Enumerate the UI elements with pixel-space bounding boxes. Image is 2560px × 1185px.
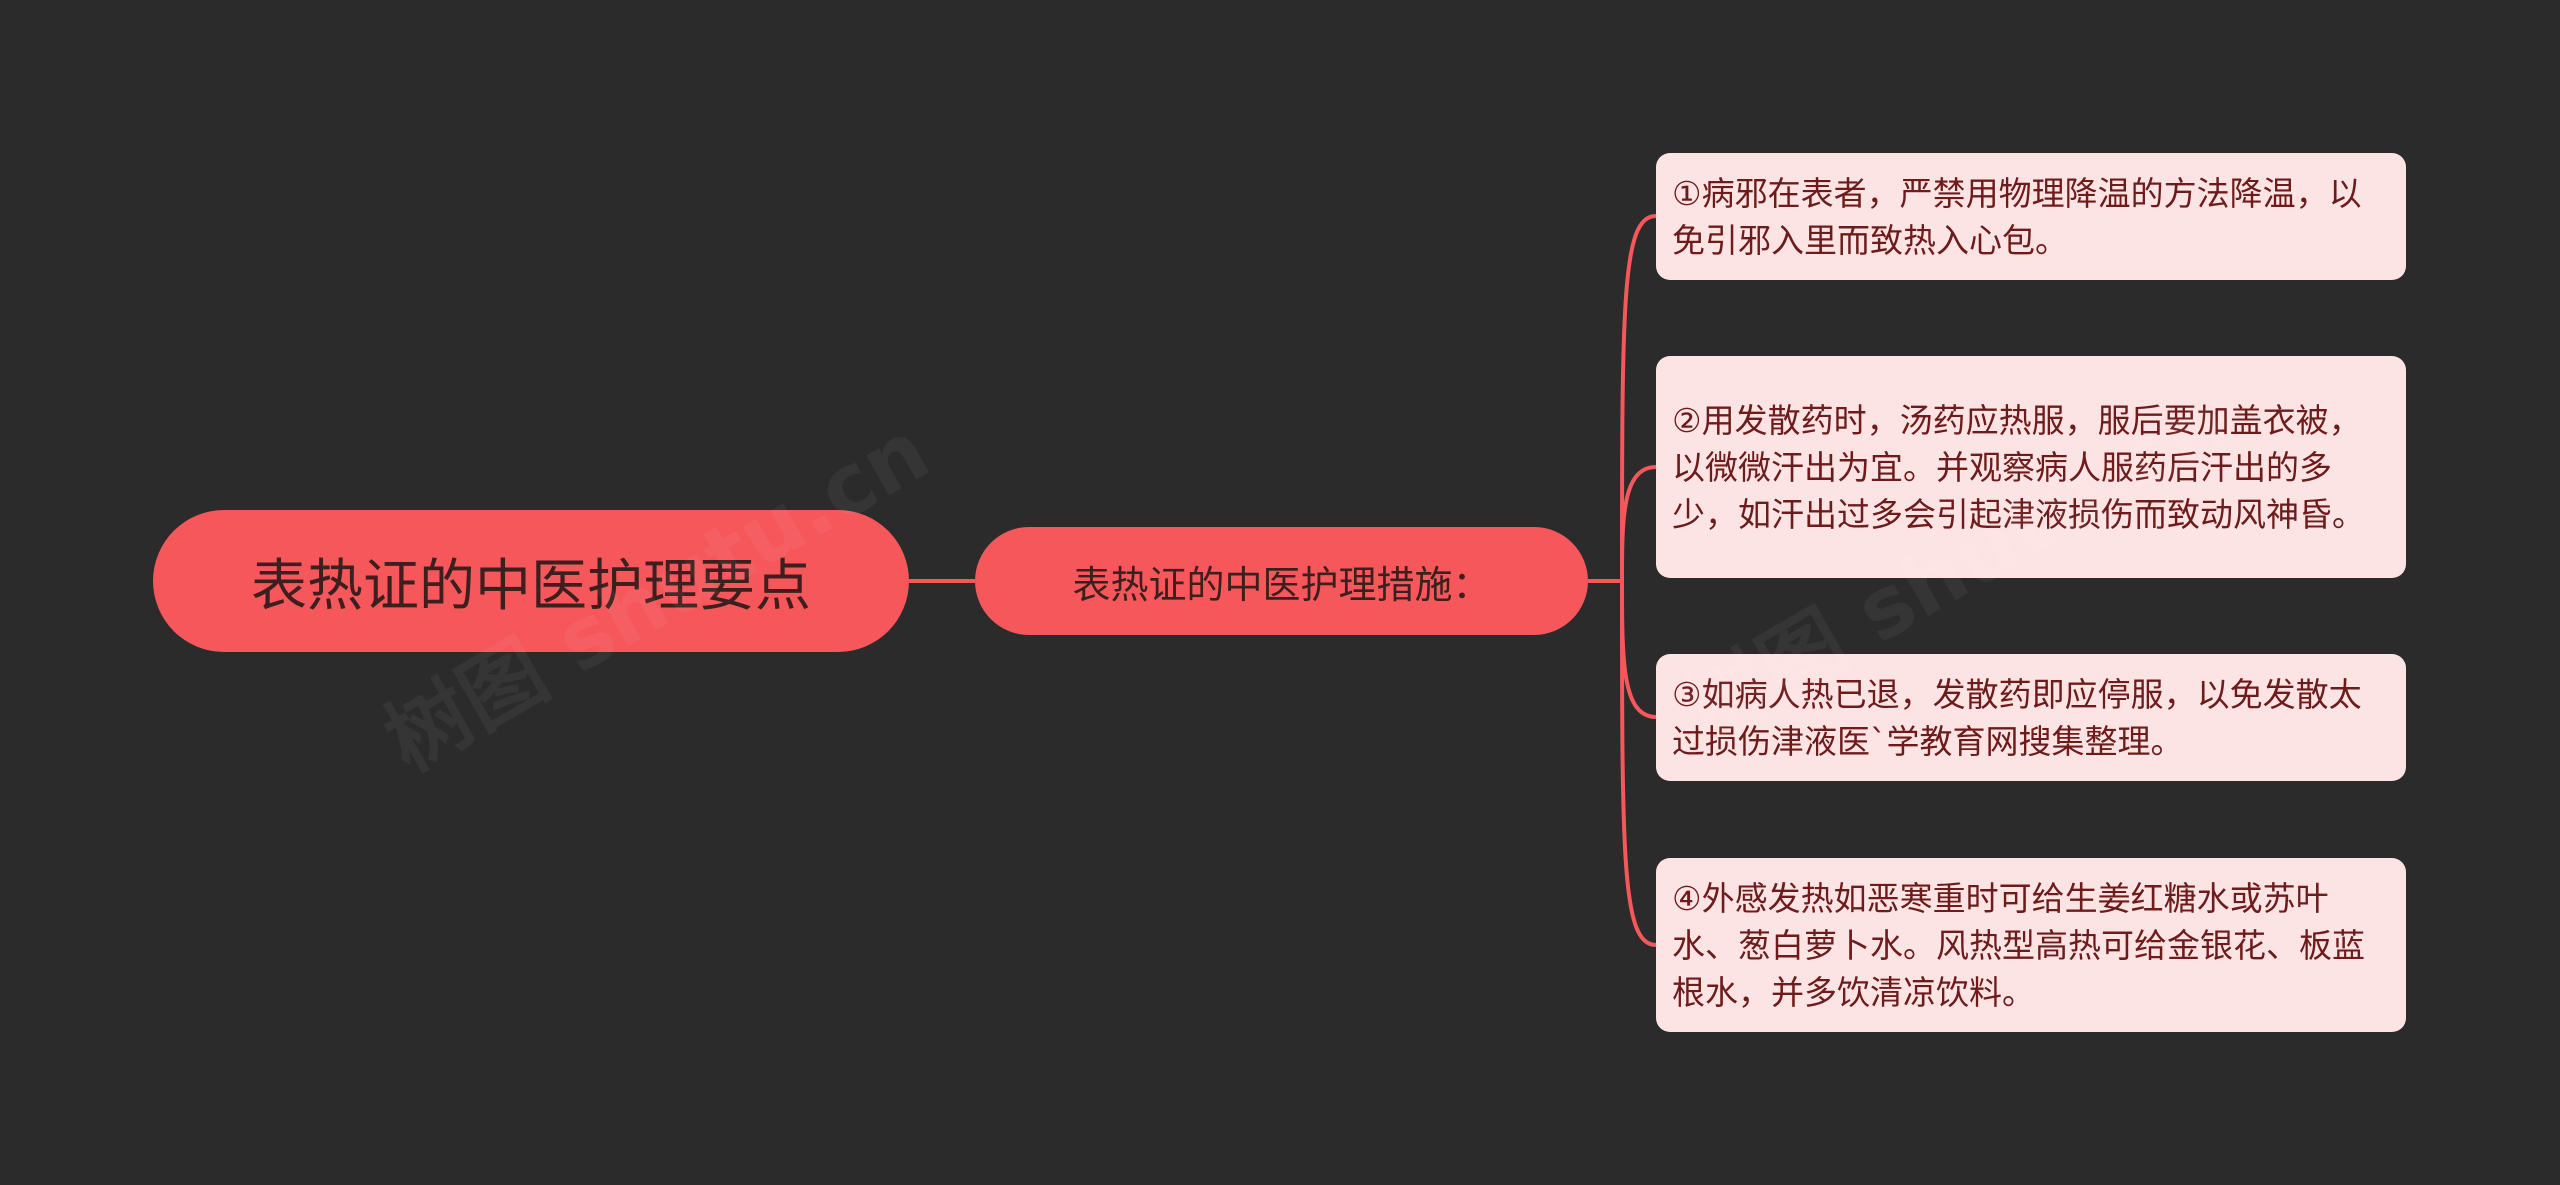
branch-node[interactable]: 表热证的中医护理措施： — [975, 527, 1588, 635]
branch-node-label: 表热证的中医护理措施： — [1072, 562, 1491, 607]
branch-to-leaf-1-connector — [1620, 214, 1657, 582]
leaf-node-4[interactable]: ④外感发热如恶寒重时可给生姜红糖水或苏叶水、葱白萝卜水。风热型高热可给金银花、板… — [1656, 858, 2406, 1032]
leaf-node-4-text: ④外感发热如恶寒重时可给生姜红糖水或苏叶水、葱白萝卜水。风热型高热可给金银花、板… — [1672, 878, 2365, 1012]
leaf-node-2-text: ②用发散药时，汤药应热服，服后要加盖衣被，以微微汗出为宜。并观察病人服药后汗出的… — [1672, 400, 2365, 534]
root-node[interactable]: 表热证的中医护理要点 — [153, 510, 909, 652]
root-node-label: 表热证的中医护理要点 — [251, 553, 811, 619]
leaf-node-3-text: ③如病人热已退，发散药即应停服，以免发散太过损伤津液医`学教育网搜集整理。 — [1672, 674, 2362, 761]
leaf-node-1-text: ①病邪在表者，严禁用物理降温的方法降温，以免引邪入里而致热入心包。 — [1672, 173, 2362, 260]
branch-to-leaf-4-connector — [1620, 580, 1657, 947]
branch-to-leaf-3-connector — [1620, 580, 1657, 719]
leaf-node-3[interactable]: ③如病人热已退，发散药即应停服，以免发散太过损伤津液医`学教育网搜集整理。 — [1656, 654, 2406, 781]
leaf-node-1[interactable]: ①病邪在表者，严禁用物理降温的方法降温，以免引邪入里而致热入心包。 — [1656, 153, 2406, 280]
branch-to-leaf-2-connector — [1620, 465, 1657, 582]
leaf-node-2[interactable]: ②用发散药时，汤药应热服，服后要加盖衣被，以微微汗出为宜。并观察病人服药后汗出的… — [1656, 356, 2406, 578]
